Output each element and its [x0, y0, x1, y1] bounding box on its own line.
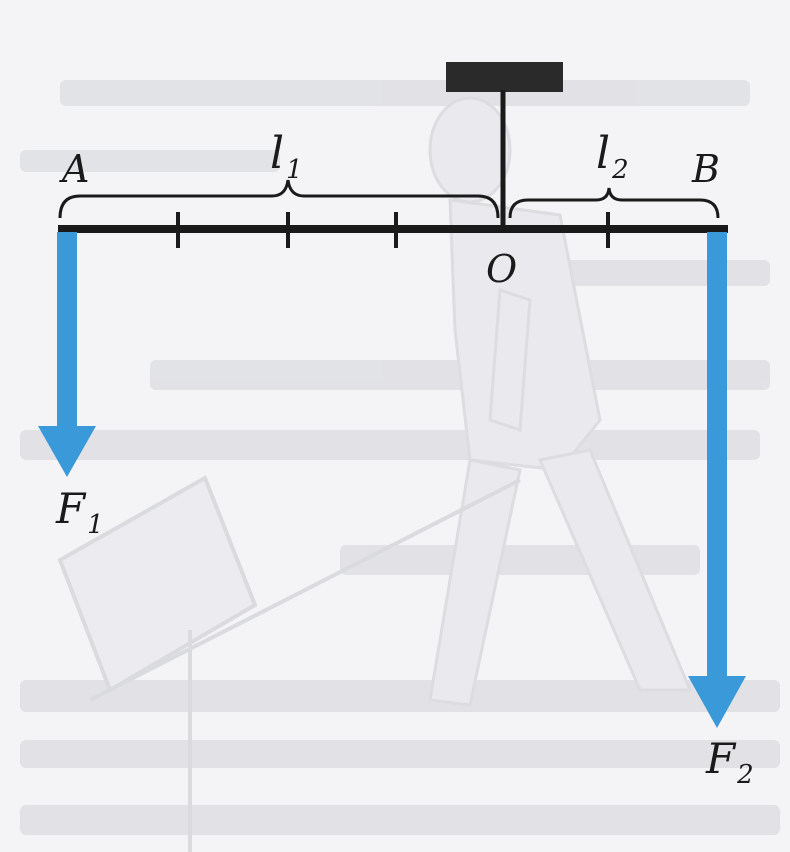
length-l2-main: l	[596, 128, 611, 179]
brace-l1	[58, 179, 500, 219]
length-l1-main: l	[270, 128, 285, 179]
lever-ticks	[176, 212, 610, 248]
faded-text-lines	[20, 80, 780, 835]
force-f2-sub: 2	[737, 760, 754, 790]
ceiling-mount	[446, 62, 563, 92]
point-o-label: O	[486, 247, 518, 291]
force-f1-main: F	[56, 484, 86, 533]
force-arrow-f1	[38, 232, 96, 477]
point-b-label: B	[692, 147, 720, 191]
faded-background-illustration	[20, 80, 780, 852]
force-f2-main: F	[706, 734, 736, 783]
faded-person	[428, 96, 693, 707]
force-f1-label: F1	[56, 488, 104, 539]
force-arrow-f2	[688, 232, 746, 728]
point-a-label: A	[62, 147, 90, 191]
force-f1-sub: 1	[87, 510, 104, 540]
faded-wheelbarrow	[57, 475, 521, 852]
length-l2-sub: 2	[612, 155, 629, 185]
length-l1-label: l1	[270, 132, 303, 184]
length-l2-label: l2	[596, 132, 629, 184]
brace-l2	[508, 187, 720, 219]
force-f2-label: F2	[706, 738, 754, 789]
length-l1-sub: 1	[286, 155, 303, 185]
